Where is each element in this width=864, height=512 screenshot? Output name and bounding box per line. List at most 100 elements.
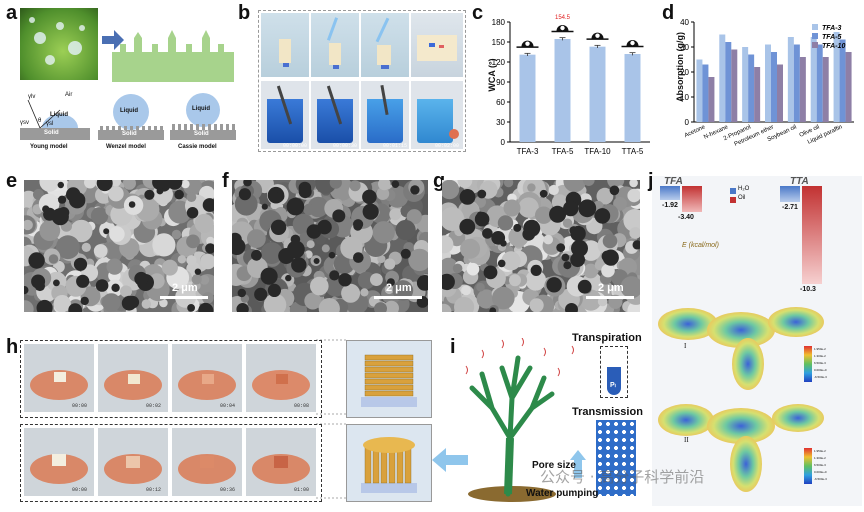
sem-pore [287,240,305,259]
solid-label-young: Solid [44,130,59,136]
x-tick-label: TFA-10 [584,147,611,156]
panel-label-f: f [222,170,229,192]
sem-pore [400,248,411,259]
absorption-bar [810,37,817,122]
sem-particle [442,207,465,231]
y-tick-label: 40 [680,18,689,27]
sem-pore [353,252,364,263]
sem-pore [95,279,109,292]
sem-pore [36,299,53,312]
absorption-bar [748,54,755,122]
transpiration-inset: Pₗ [600,346,628,398]
petri-dish-1-2: 00:02 [98,344,168,412]
lamellar-structure-diagram [346,340,432,418]
sem-pore [267,283,281,297]
h-time-2-2: 00:12 [146,487,162,493]
sem-pore [236,303,249,312]
watermark: 公众号 · 高分子科学前沿 [540,468,705,486]
sem-pore [313,258,320,264]
gamma-sl-label: γsl [46,121,54,127]
legend-label: TFA-10 [822,43,845,50]
sem-particle [596,187,614,205]
legend-swatch [812,33,818,39]
droplet-highlight [525,41,530,46]
sem-image-f: 2 μm [232,180,428,312]
sem-pore [254,287,268,301]
sem-particle [199,275,210,285]
pore-network-diagram [596,420,636,496]
pressure-label: Pₗ [610,382,616,389]
absorption-bar [839,39,846,122]
sem-particle [39,180,60,192]
sem-particle [84,180,97,189]
y-tick-label: 90 [496,78,505,87]
sem-particle [442,235,454,254]
sem-particle [120,285,132,298]
sem-pore [338,273,352,287]
sem-particle [234,192,258,216]
sem-particle [370,273,383,286]
sem-particle [349,180,361,192]
droplet-highlight [595,33,600,38]
young-model-label: Young model [30,144,68,150]
arrow-right-icon [102,30,124,50]
panel-label-j: j [648,170,654,192]
sem-particle [518,197,539,218]
sem-pore [251,249,262,261]
absorption-bar [799,57,806,122]
tfa-oil-bar [682,186,702,212]
wenzel-model: Liquid Solid Wenzel model [98,90,164,156]
sem-particle [333,253,355,275]
sem-particle [360,288,369,297]
droplet-highlight [560,25,565,31]
sem-pore [569,226,579,235]
sem-particle [24,300,34,312]
sem-particle [627,188,640,203]
sponge-photo-2 [311,13,359,77]
solid-label-wenzel: Solid [122,131,137,137]
sem-pore [270,219,287,235]
petri-dish-2-1: 00:00 [24,428,94,496]
water-droplets-icon [29,17,85,65]
sem-particle [24,219,33,231]
sem-particle [159,298,168,308]
sem-particle [106,258,123,275]
sem-particle [629,180,638,188]
scale-text-e: 2 μm [172,282,198,294]
sponge-photo-1 [261,13,309,77]
sem-pore [477,211,484,218]
sem-pore [274,191,285,202]
sem-pore [561,253,570,262]
sem-particle [395,219,416,241]
sem-pore [513,223,522,232]
sem-pore [202,198,214,212]
sem-pore [28,252,45,269]
roman-ii: II [684,436,689,444]
air-label: Air [65,92,73,98]
sem-particle [260,242,283,264]
petri-dish-2-3: 00:36 [172,428,242,496]
sem-pore [144,189,155,200]
h-time-1-4: 00:08 [294,403,310,409]
sem-particle [70,219,93,243]
sem-pore [24,286,29,295]
sem-pore [205,243,214,254]
sem-particle [503,199,521,217]
scale-bar-g [586,296,634,299]
tfa-h2o-value: -1.92 [662,202,678,209]
sem-particle [548,184,559,196]
absorption-bar [787,37,794,122]
h-time-2-1: 00:00 [72,487,88,493]
sem-pore [329,270,340,281]
beaker-photo-3: 00:01:15 [361,81,409,149]
sem-pore [156,187,164,195]
sem-particle [93,244,108,258]
liquid-label-cassie: Liquid [192,106,210,112]
sem-pore [328,251,336,259]
sem-particle [629,227,640,239]
legend-swatch [812,24,818,30]
absorption-bar [742,47,749,122]
panel-label-e: e [6,170,18,192]
